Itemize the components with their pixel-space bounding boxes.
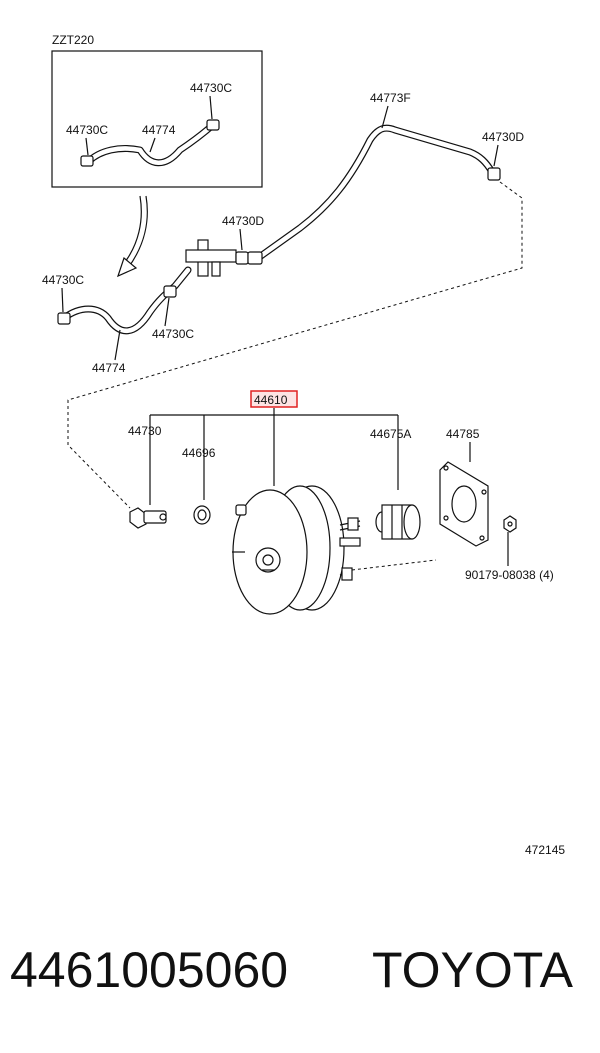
assembly-bracket [149, 414, 399, 505]
upper-hose-leader [381, 105, 389, 129]
stud-dashed-line [351, 559, 437, 571]
gasket [439, 461, 489, 547]
nut [503, 515, 517, 533]
inset-frame [51, 50, 263, 188]
clamp-lower-label: 44730C [152, 327, 194, 341]
clamp-lower [163, 285, 177, 298]
upper-hose [254, 124, 501, 262]
clamp-lower-leader [164, 297, 170, 327]
clamp-left-leader [61, 287, 64, 313]
clamp-right [487, 167, 501, 181]
lower-hose [57, 266, 192, 335]
clamp-left-label: 44730C [42, 273, 84, 287]
check-valve [129, 507, 167, 529]
inset-arrow [117, 195, 148, 278]
footer-part-number: 4461005060 [10, 942, 288, 998]
inset-hose-inner [85, 121, 217, 166]
grommet [193, 505, 211, 525]
booster-label: 44610 [254, 393, 288, 407]
inset-hose-label: 44774 [142, 123, 176, 137]
nut-label: 90179-08038 (4) [465, 568, 554, 582]
clamp-mid [235, 251, 249, 265]
gasket-label: 44785 [446, 427, 480, 441]
clamp-mid-leader [239, 228, 243, 251]
clamp-right-label: 44730D [482, 130, 524, 144]
lower-hose-leader [114, 329, 121, 361]
inset-clamp-top-leader [209, 95, 213, 120]
inset-clamp-top [206, 119, 220, 131]
inset-hose-leader [149, 137, 156, 153]
upper-hose-label: 44773F [370, 91, 411, 105]
inset-clamp-left-leader [85, 137, 89, 156]
boot [375, 504, 421, 540]
clamp-left [57, 312, 71, 325]
footer-brand: TOYOTA [372, 942, 574, 998]
lower-hose-label: 44774 [92, 361, 126, 375]
boot-label: 44675A [370, 427, 411, 441]
hose-connector [185, 239, 263, 277]
diagram-number: 472145 [525, 843, 565, 857]
inset-model-label: ZZT220 [52, 33, 94, 47]
inset-clamp-left-label: 44730C [66, 123, 108, 137]
booster-label-highlight [250, 390, 298, 408]
inset-clamp-left [80, 155, 94, 167]
check-valve-label: 44730 [128, 424, 162, 438]
clamp-right-leader [493, 144, 499, 167]
inset-panel: ZZT220 44730C 44730C 44774 [51, 33, 263, 188]
grommet-label: 44696 [182, 446, 216, 460]
brake-booster [232, 485, 361, 615]
inset-clamp-top-label: 44730C [190, 81, 232, 95]
clamp-mid-label: 44730D [222, 214, 264, 228]
